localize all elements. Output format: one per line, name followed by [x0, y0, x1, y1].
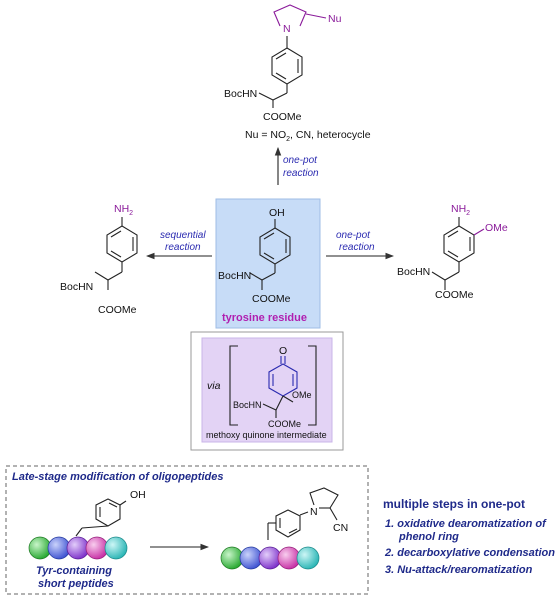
intermediate-box: [201, 337, 333, 443]
modified-peptide-structure: N CN: [267, 487, 348, 540]
top-coome: COOMe: [263, 111, 302, 123]
modified-n-atom: N: [310, 506, 318, 518]
right-coome: COOMe: [435, 289, 474, 301]
tyrosine-caption: tyrosine residue: [222, 312, 307, 324]
top-product-structure: N Nu BocHN COOMe Nu = NO2, CN, heterocyc…: [224, 4, 371, 143]
intermediate-bochn: BocHN: [233, 400, 262, 410]
step-1b: phenol ring: [398, 531, 459, 543]
right-product-structure: NH2 OMe BocHN COOMe: [397, 203, 508, 301]
step-1a: 1. oxidative dearomatization of: [385, 518, 547, 530]
bead-10: [296, 546, 320, 570]
tyrosine-oh: OH: [269, 207, 285, 219]
tyrosine-bochn: BocHN: [218, 270, 251, 282]
modified-cn: CN: [333, 522, 348, 534]
intermediate-ome: OMe: [292, 390, 312, 400]
intermediate-structure: via O OMe BocHN COOMe: [207, 345, 317, 429]
bottom-panel-title: Late-stage modification of oligopeptides: [12, 471, 223, 483]
intermediate-coome: COOMe: [268, 419, 301, 429]
step-2: 2. decarboxylative condensation: [384, 547, 555, 559]
left-product-structure: NH2 BocHN COOMe: [60, 203, 138, 316]
tyrosine-structure: OH BocHN COOMe: [218, 207, 291, 305]
left-coome: COOMe: [98, 304, 137, 316]
arrow-right-label-1: one-pot: [336, 230, 371, 241]
steps-title: multiple steps in one-pot: [383, 497, 525, 511]
left-bochn: BocHN: [60, 281, 93, 293]
peptide-beads-right: [220, 546, 320, 570]
peptide-caption-2: short peptides: [38, 578, 114, 590]
right-nh2: NH2: [451, 203, 470, 217]
intermediate-caption: methoxy quinone intermediate: [206, 430, 327, 440]
peptide-caption-1: Tyr-containing: [36, 565, 112, 577]
tyrosine-coome: COOMe: [252, 293, 291, 305]
arrow-up-label-1: one-pot: [283, 155, 318, 166]
arrow-right-label-2: reaction: [339, 242, 375, 253]
tyr-peptide-structure: OH: [75, 489, 146, 537]
top-n-atom: N: [283, 23, 291, 35]
top-nu-definition: Nu = NO2, CN, heterocycle: [245, 129, 371, 143]
intermediate-via: via: [207, 380, 221, 392]
arrow-left-label-1: sequential: [160, 230, 206, 241]
top-bochn: BocHN: [224, 88, 257, 100]
left-nh2: NH2: [114, 203, 133, 217]
right-bochn: BocHN: [397, 266, 430, 278]
top-nu-label: Nu: [328, 13, 342, 25]
right-ome: OMe: [485, 222, 508, 234]
tyrosine-box: [215, 198, 321, 329]
peptide-oh: OH: [130, 489, 146, 501]
bead-5: [104, 536, 128, 560]
step-3: 3. Nu-attack/rearomatization: [385, 564, 533, 576]
arrow-left-label-2: reaction: [165, 242, 201, 253]
peptide-beads-left: [28, 536, 128, 560]
intermediate-o: O: [279, 345, 287, 357]
arrow-up-label-2: reaction: [283, 168, 319, 179]
